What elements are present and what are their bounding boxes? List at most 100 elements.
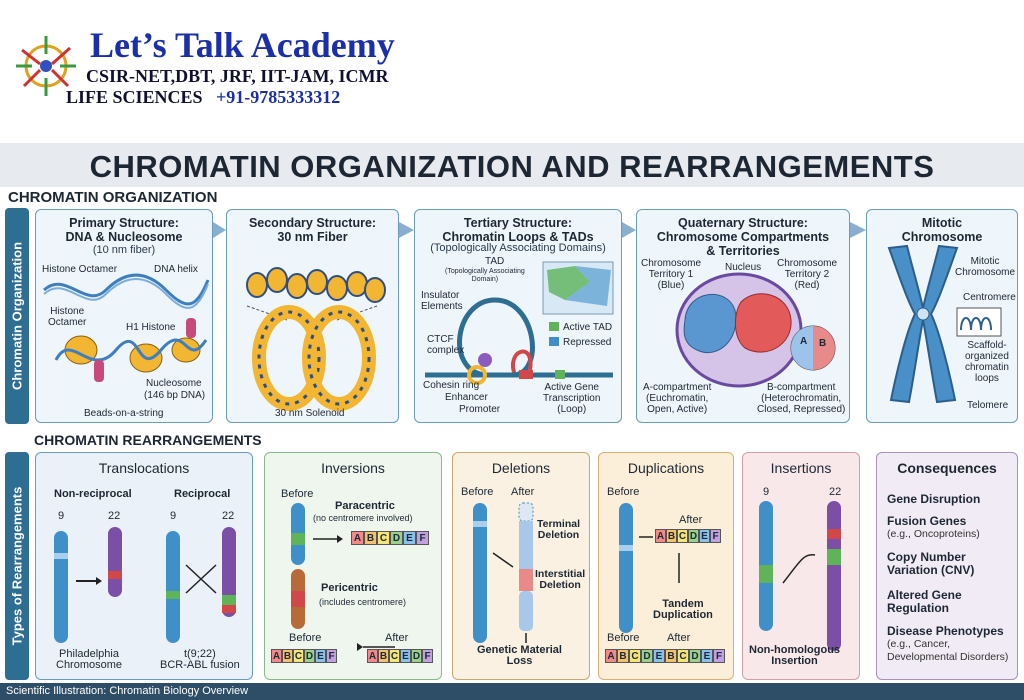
non-homologous-insertion-label: Non-homologous Insertion [749, 644, 841, 667]
telomere-label: Telomere [967, 400, 1009, 411]
consequences-title: Consequences [897, 460, 997, 476]
pericentric-sub-label: (includes centromere) [319, 597, 407, 607]
secondary-title: Secondary Structure: 30 nm Fiber [248, 216, 377, 244]
gene-segment: F [422, 649, 433, 663]
active-tad-label: Active TAD [563, 322, 613, 333]
chr9-label-1: 9 [58, 510, 65, 522]
subject-label: LIFE SCIENCES [66, 87, 203, 107]
secondary-structure-panel: Secondary Structure: 30 nm Fiber 30 nm S… [226, 209, 399, 423]
primary-title: Primary Structure: DNA & Nucleosome [65, 216, 183, 244]
gene-segment: B [364, 531, 377, 545]
tad-label: TAD [485, 256, 505, 267]
inversion-after-label: After [385, 632, 409, 644]
gene-segment: A [351, 531, 364, 545]
insertion-chr9-label: 9 [763, 486, 770, 498]
insertion-illustration [759, 501, 841, 651]
chr9-label-2: 9 [170, 510, 177, 522]
duplication-after-label-2: After [667, 632, 691, 644]
tertiary-structure-panel: Tertiary Structure: Chromatin Loops & TA… [414, 209, 622, 423]
insulator-label: Insulator Elements [421, 290, 463, 312]
deletion-after-label: After [511, 486, 535, 498]
gene-segment: A [367, 649, 378, 663]
insertions-panel: Insertions 9 22 Non-homologous Insertion [742, 452, 860, 680]
duplication-illustration [619, 503, 680, 633]
b-compartment-marker: B [819, 338, 827, 349]
reciprocal-label: Reciprocal [174, 488, 231, 500]
primary-subtitle: (10 nm fiber) [92, 244, 156, 256]
organization-sidebar: Chromatin Organization [5, 208, 29, 424]
philadelphia-label: Philadelphia Chromosome [56, 648, 123, 671]
duplications-title: Duplications [627, 460, 705, 476]
mitotic-title: Mitotic Chromosome [901, 216, 983, 244]
inversion-before-label: Before [281, 488, 314, 500]
page-title: CHROMATIN ORGANIZATION AND REARRANGEMENT… [89, 149, 935, 184]
centromere-label: Centromere [963, 292, 1016, 303]
deletions-title: Deletions [491, 460, 551, 476]
organization-section-title: CHROMATIN ORGANIZATION [8, 189, 218, 206]
terminal-deletion-label: Terminal Deletion [537, 518, 580, 541]
subject-line: LIFE SCIENCES +91-9785333312 [66, 87, 340, 108]
gene-segment: C [629, 649, 641, 663]
gene-segment: D [390, 531, 403, 545]
gene-segment: C [677, 649, 689, 663]
nucleosome-bp-label: (146 bp DNA) [144, 390, 206, 401]
consequence-sub: (e.g., Oncoproteins) [887, 528, 980, 540]
gene-segment: B [617, 649, 629, 663]
consequence-label: Disease Phenotypes [887, 624, 1004, 638]
solenoid-illustration [246, 267, 386, 411]
gene-segment: E [701, 649, 713, 663]
phone-number: +91-9785333312 [216, 87, 341, 107]
duplication-before-label-2: Before [607, 632, 640, 644]
chr22-label-2: 22 [222, 510, 235, 522]
gene-segment: E [699, 529, 710, 543]
title-bar: CHROMATIN ORGANIZATION AND REARRANGEMENT… [0, 143, 1024, 187]
consequence-item: Disease Phenotypes(e.g., Cancer, Develop… [887, 625, 1008, 664]
tandem-duplication-label: Tandem Duplication [653, 598, 713, 621]
active-gene-label: Active Gene Transcription (Loop) [543, 382, 601, 415]
gene-segment: D [641, 649, 653, 663]
gene-segment: E [653, 649, 665, 663]
consequence-label: Gene Disruption [887, 492, 981, 506]
gene-segment: A [655, 529, 666, 543]
mitotic-chromosome-panel: Mitotic Chromosome Mitotic Chromosome Ce… [866, 209, 1018, 423]
deletion-illustration [473, 502, 534, 643]
inversions-title: Inversions [321, 460, 385, 476]
gene-segment: D [411, 649, 422, 663]
territory2-label: Chromosome Territory 2 (Red) [777, 258, 838, 291]
gene-segment: B [666, 529, 677, 543]
deletions-panel: Deletions Before After Terminal Deletion… [452, 452, 590, 680]
gene-segment: D [304, 649, 315, 663]
gene-segment: D [689, 649, 701, 663]
quaternary-structure-panel: Quaternary Structure: Chromosome Compart… [636, 209, 850, 423]
gene-segment: E [315, 649, 326, 663]
non-reciprocal-label: Non-reciprocal [54, 488, 132, 500]
tertiary-subtitle: (Topologically Associating Domains) [430, 242, 606, 254]
duplication-after-label: After [679, 514, 703, 526]
nucleus-label: Nucleus [725, 262, 762, 273]
insertion-chr22-label: 22 [829, 486, 842, 498]
tad-loop-illustration [425, 261, 614, 385]
gene-segment: B [378, 649, 389, 663]
territory1-label: Chromosome Territory 1 (Blue) [641, 258, 702, 291]
pericentric-label: Pericentric [321, 582, 378, 594]
gene-segment: C [293, 649, 304, 663]
beads-label: Beads-on-a-string [84, 408, 164, 419]
consequence-sub: (e.g., Cancer, Developmental Disorders) [887, 638, 1009, 663]
consequence-label: Altered Gene Regulation [887, 588, 962, 615]
consequence-item: Gene Disruption [887, 493, 980, 506]
primary-structure-panel: Primary Structure: DNA & Nucleosome (10 … [35, 209, 213, 423]
nucleosome-label: Nucleosome [146, 378, 202, 389]
promoter-label: Promoter [459, 404, 501, 415]
bcr-abl-label: t(9;22) BCR-ABL fusion [160, 648, 240, 671]
rearrangements-section-title: CHROMATIN REARRANGEMENTS [34, 432, 262, 448]
b-compartment-label: B-compartment (Heterochromatin, Closed, … [757, 382, 846, 415]
chr22-label-1: 22 [108, 510, 121, 522]
gene-segment: A [605, 649, 617, 663]
gene-segment: D [688, 529, 699, 543]
a-compartment-label: A-compartment (Euchromatin, Open, Active… [643, 382, 712, 415]
